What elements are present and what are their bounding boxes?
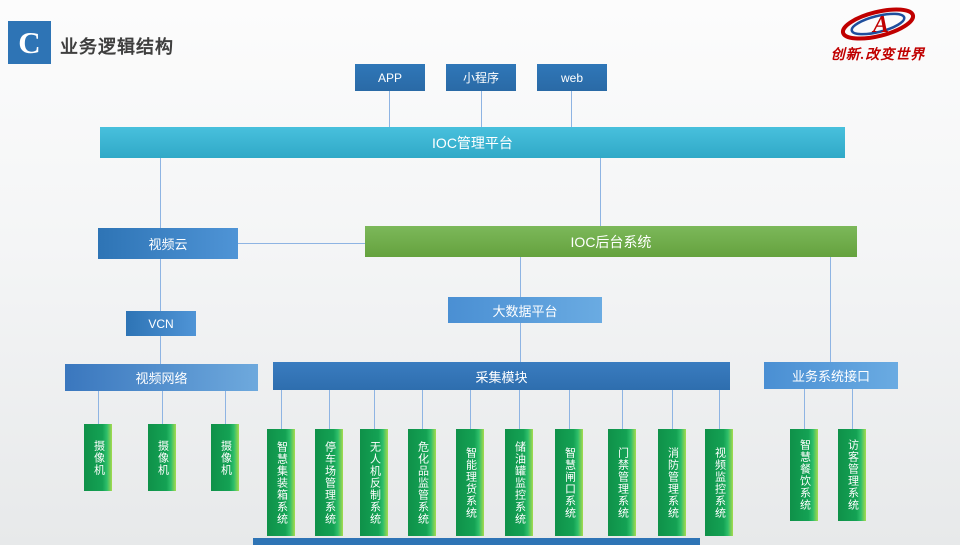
- brand-swoosh-icon: A: [840, 7, 916, 41]
- brand-slogan: 创新.改变世界: [830, 48, 926, 63]
- collection-system-label: 智慧闸口系统: [563, 446, 576, 519]
- connector-line: [470, 390, 471, 429]
- collection-system-label: 智慧集装箱系统: [275, 440, 288, 525]
- connector-line: [160, 259, 161, 311]
- connector-line: [852, 389, 853, 429]
- camera-node: 摄像机: [84, 424, 112, 491]
- camera-label: 摄像机: [219, 439, 232, 476]
- connector-line: [162, 391, 163, 424]
- bar-video-network: 视频网络: [65, 364, 258, 391]
- collection-system-label: 视频监控系统: [713, 446, 726, 519]
- collection-system-node: 消防管理系统: [658, 429, 686, 536]
- collection-system-label: 智能理货系统: [464, 446, 477, 519]
- connector-line: [329, 390, 330, 429]
- connector-line: [160, 157, 161, 228]
- svg-text:A: A: [871, 12, 889, 38]
- collection-system-label: 停车场管理系统: [323, 440, 336, 525]
- connector-line: [374, 390, 375, 429]
- connector-line: [830, 257, 831, 362]
- bar-collection-module: 采集模块: [273, 362, 730, 390]
- collection-system-node: 危化品监管系统: [408, 429, 436, 536]
- connector-line: [719, 390, 720, 429]
- bar-ioc-backend-system: IOC后台系统: [365, 226, 857, 257]
- collection-system-node: 智能理货系统: [456, 429, 484, 536]
- connector-line: [571, 91, 572, 127]
- camera-node: 摄像机: [148, 424, 176, 491]
- connector-line: [422, 390, 423, 429]
- connector-line: [622, 390, 623, 429]
- connector-line: [160, 336, 161, 364]
- bottom-accent-bar: [253, 538, 700, 545]
- connector-line: [520, 257, 521, 297]
- collection-system-node: 智慧集装箱系统: [267, 429, 295, 536]
- interface-system-node: 智慧餐饮系统: [790, 429, 818, 521]
- connector-line: [519, 390, 520, 429]
- collection-system-node: 储油罐监控系统: [505, 429, 533, 536]
- camera-node: 摄像机: [211, 424, 239, 491]
- connector-line: [225, 391, 226, 424]
- camera-label: 摄像机: [92, 439, 105, 476]
- connector-line: [600, 157, 601, 226]
- section-marker: C: [8, 21, 51, 64]
- collection-system-label: 储油罐监控系统: [513, 440, 526, 525]
- node-big-data-platform: 大数据平台: [448, 297, 602, 323]
- collection-system-label: 门禁管理系统: [616, 446, 629, 519]
- collection-system-node: 停车场管理系统: [315, 429, 343, 536]
- interface-system-node: 访客管理系统: [838, 429, 866, 521]
- node-web: web: [537, 64, 607, 91]
- connector-line: [481, 91, 482, 127]
- bar-business-interface: 业务系统接口: [764, 362, 898, 389]
- interface-system-label: 访客管理系统: [846, 439, 859, 511]
- collection-system-node: 无人机反制系统: [360, 429, 388, 536]
- collection-system-label: 无人机反制系统: [368, 440, 381, 525]
- connector-line: [389, 91, 390, 127]
- connector-line: [98, 391, 99, 424]
- page-title: 业务逻辑结构: [60, 37, 174, 57]
- connector-line: [804, 389, 805, 429]
- collection-system-label: 消防管理系统: [666, 446, 679, 519]
- collection-system-label: 危化品监管系统: [416, 440, 429, 525]
- collection-system-node: 视频监控系统: [705, 429, 733, 536]
- connector-line: [672, 390, 673, 429]
- collection-system-node: 智慧闸口系统: [555, 429, 583, 536]
- node-mini-program: 小程序: [446, 64, 516, 91]
- bar-ioc-management-platform: IOC管理平台: [100, 127, 845, 158]
- connector-line: [520, 323, 521, 362]
- node-video-cloud: 视频云: [98, 228, 238, 259]
- connector-line: [569, 390, 570, 429]
- brand-logo: A 创新.改变世界: [808, 4, 948, 63]
- interface-system-label: 智慧餐饮系统: [798, 439, 811, 511]
- camera-label: 摄像机: [156, 439, 169, 476]
- node-vcn: VCN: [126, 311, 196, 336]
- connector-line: [238, 243, 365, 244]
- node-app: APP: [355, 64, 425, 91]
- connector-line: [281, 390, 282, 429]
- collection-system-node: 门禁管理系统: [608, 429, 636, 536]
